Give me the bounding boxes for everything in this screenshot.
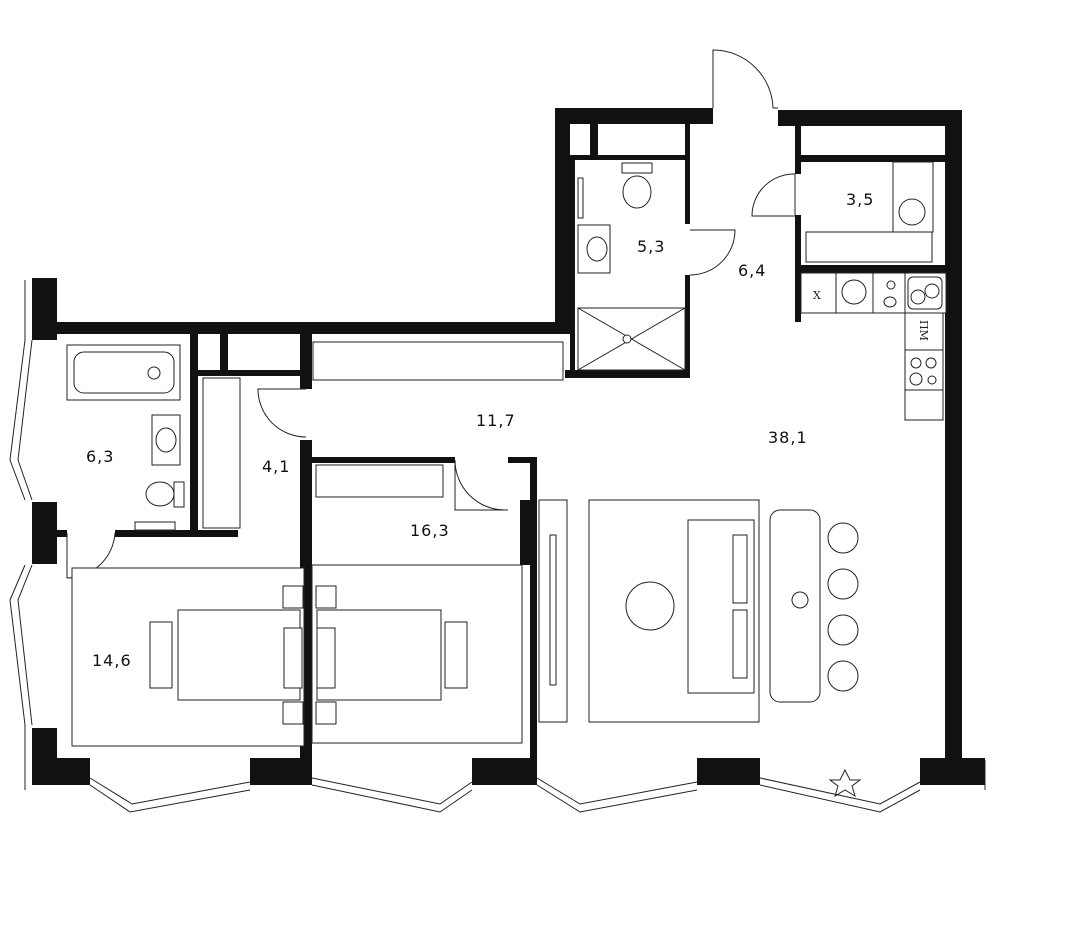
walls xyxy=(32,108,985,785)
doors xyxy=(66,49,796,579)
room-area-living-kitchen: 38,1 xyxy=(768,428,808,447)
windows xyxy=(9,280,986,813)
room-area-wardrobe: 4,1 xyxy=(262,457,290,476)
wardrobes xyxy=(202,161,934,529)
room-area-bathroom-1: 5,3 xyxy=(637,237,665,256)
room-area-bathroom-2: 6,3 xyxy=(86,447,114,466)
kitchen: X ПМ xyxy=(800,272,947,421)
furniture xyxy=(71,499,862,798)
fridge-label: X xyxy=(813,289,821,302)
room-area-storage: 3,5 xyxy=(846,190,874,209)
room-area-bedroom-2: 16,3 xyxy=(410,521,450,540)
dishwasher-label: ПМ xyxy=(917,320,930,341)
room-labels: 3,5 5,3 6,4 11,7 38,1 6,3 4,1 16,3 14,6 xyxy=(86,190,874,670)
room-area-corridor: 11,7 xyxy=(476,411,516,430)
bathroom-fixtures xyxy=(66,162,686,531)
room-area-entrance-hall: 6,4 xyxy=(738,261,766,280)
room-area-bedroom-1: 14,6 xyxy=(92,651,132,670)
